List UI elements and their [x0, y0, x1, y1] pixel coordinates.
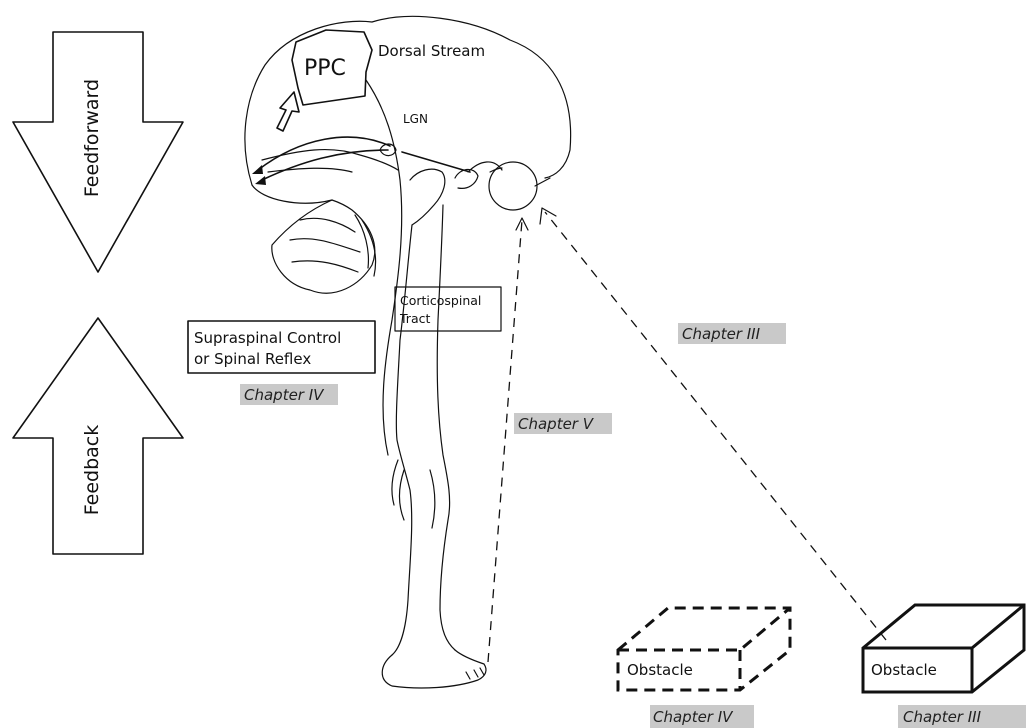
dorsal-stream-label: Dorsal Stream [378, 42, 485, 60]
obstacle-solid-label: Obstacle [871, 661, 937, 679]
obstacle-dashed: Obstacle [618, 608, 790, 690]
supraspinal-line1: Supraspinal Control [194, 329, 341, 347]
chapter-label-left-middle: Chapter IV [240, 384, 338, 405]
chapter-label-solid-obstacle: Chapter III [898, 705, 1026, 728]
feedforward-arrow: Feedforward [13, 32, 183, 272]
chapter-label-center: Chapter V [514, 413, 612, 434]
obstacle-solid: Obstacle [863, 605, 1024, 692]
chapter-label-dashed-obstacle: Chapter IV [650, 705, 754, 728]
corticospinal-box: Corticospinal Tract [395, 287, 501, 331]
corticospinal-line2: Tract [399, 311, 430, 326]
obstacle-dashed-label: Obstacle [627, 661, 693, 679]
svg-text:Chapter IV: Chapter IV [653, 708, 734, 726]
dashed-sightlines [488, 208, 886, 662]
lgn-label: LGN [403, 112, 428, 126]
corticospinal-line1: Corticospinal [400, 293, 481, 308]
feedback-arrow: Feedback [13, 318, 183, 554]
svg-text:Chapter III: Chapter III [903, 708, 982, 726]
ppc-label: PPC [304, 56, 346, 81]
svg-text:Chapter V: Chapter V [518, 415, 595, 433]
chapter-label-upper-right: Chapter III [678, 323, 786, 344]
feedforward-label: Feedforward [81, 79, 103, 197]
supraspinal-line2: or Spinal Reflex [194, 350, 311, 368]
svg-text:Chapter III: Chapter III [682, 325, 761, 343]
supraspinal-box: Supraspinal Control or Spinal Reflex [188, 321, 375, 373]
feedback-label: Feedback [81, 425, 103, 515]
svg-text:Chapter IV: Chapter IV [244, 386, 325, 404]
